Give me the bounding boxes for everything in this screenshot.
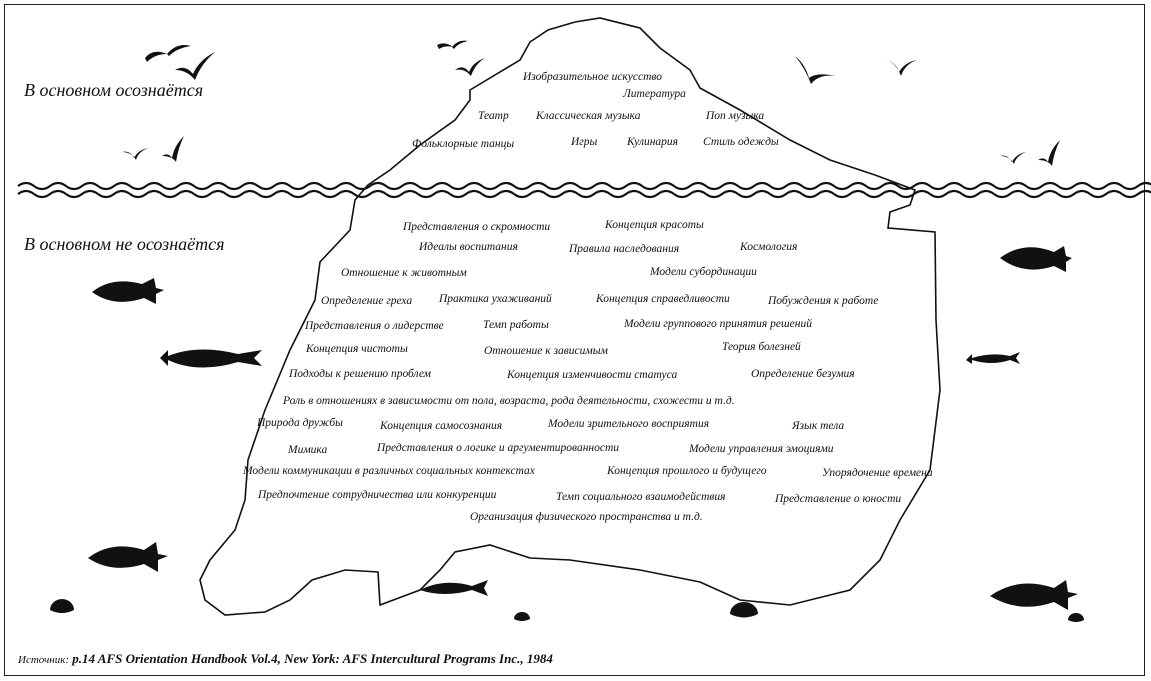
above-item: Стиль одежды <box>703 136 779 148</box>
fish-icon <box>160 349 262 368</box>
below-item: Идеалы воспитания <box>418 241 518 253</box>
below-item: Представление о юности <box>774 493 901 505</box>
bird-icon <box>162 136 184 162</box>
below-item: Упорядочение времени <box>822 467 933 479</box>
fish-icon <box>1000 246 1072 272</box>
below-item: Модели субординации <box>649 266 757 278</box>
wave-icon <box>17 181 1151 199</box>
bird-icon <box>455 58 485 76</box>
fish-icon <box>88 542 168 572</box>
above-item: Изобразительное искусство <box>522 71 662 83</box>
below-item: Представления о скромности <box>402 221 550 233</box>
below-item: Концепция изменчивости статуса <box>506 369 677 381</box>
figure-frame <box>4 4 1145 676</box>
iceberg-icon <box>199 17 941 616</box>
bird-icon <box>437 40 468 49</box>
below-item: Теория болезней <box>722 340 801 353</box>
heading-conscious: В основном осознаётся <box>24 80 203 100</box>
fish-icon <box>420 580 488 596</box>
below-item: Модели группового принятия решений <box>623 317 812 330</box>
below-item: Концепция самосознания <box>379 420 502 432</box>
shell-icon <box>514 612 530 621</box>
below-item: Правила наследования <box>568 243 679 255</box>
fish-icon <box>966 352 1020 364</box>
below-item: Отношение к зависимым <box>484 345 608 357</box>
above-item: Классическая музыка <box>535 110 641 122</box>
below-item: Концепция чистоты <box>305 343 408 355</box>
bird-icon <box>122 148 148 160</box>
source-label: Источник: <box>18 654 69 666</box>
below-item: Подходы к решению проблем <box>288 368 432 380</box>
below-item: Предпочтение сотрудничества или конкурен… <box>257 489 497 501</box>
below-item: Космология <box>739 241 797 253</box>
above-item: Кулинария <box>626 136 678 148</box>
above-item: Игры <box>570 136 598 148</box>
below-item: Концепция красоты <box>604 219 704 231</box>
below-item: Темп социального взаимодействия <box>556 490 725 503</box>
above-item: Поп музыка <box>705 110 764 122</box>
bird-icon <box>885 58 917 76</box>
fish-icon <box>990 580 1078 610</box>
bird-icon <box>795 56 835 84</box>
below-item: Представления о лидерстве <box>304 320 444 332</box>
below-item: Концепция прошлого и будущего <box>606 465 767 477</box>
below-item: Отношение к животным <box>341 267 467 279</box>
below-item: Роль в отношениях в зависимости от пола,… <box>282 395 735 407</box>
shell-icon <box>730 602 758 618</box>
heading-unconscious: В основном не осознаётся <box>24 234 224 254</box>
fish-icon <box>92 278 164 304</box>
shell-icon <box>1068 613 1084 622</box>
below-item: Побуждения к работе <box>767 295 878 307</box>
below-item: Практика ухаживаний <box>438 292 552 305</box>
above-item: Литература <box>622 88 686 100</box>
below-item: Модели управления эмоциями <box>688 443 834 455</box>
below-item: Организация физического пространства и т… <box>470 511 703 523</box>
below-item: Мимика <box>287 444 328 456</box>
below-item: Концепция справедливости <box>595 293 730 305</box>
below-item: Природа дружбы <box>256 417 343 429</box>
above-item: Театр <box>478 110 509 122</box>
bird-icon <box>175 52 215 80</box>
bird-icon <box>145 45 191 62</box>
below-item: Определение греха <box>321 295 412 307</box>
bird-icon <box>1038 140 1060 166</box>
source-reference: p.14 AFS Orientation Handbook Vol.4, New… <box>72 651 553 666</box>
above-item: Фольклорные танцы <box>412 138 514 150</box>
below-item: Язык тела <box>791 420 844 432</box>
below-item: Модели зрительного восприятия <box>547 418 709 430</box>
below-item: Модели коммуникации в различных социальн… <box>242 465 536 477</box>
below-item: Темп работы <box>483 319 549 331</box>
shell-icon <box>50 599 74 613</box>
bird-icon <box>1000 152 1026 164</box>
below-item: Представления о логике и аргументированн… <box>376 442 619 454</box>
source-caption: Источник: p.14 AFS Orientation Handbook … <box>18 651 553 667</box>
below-item: Определение безумия <box>751 368 855 380</box>
